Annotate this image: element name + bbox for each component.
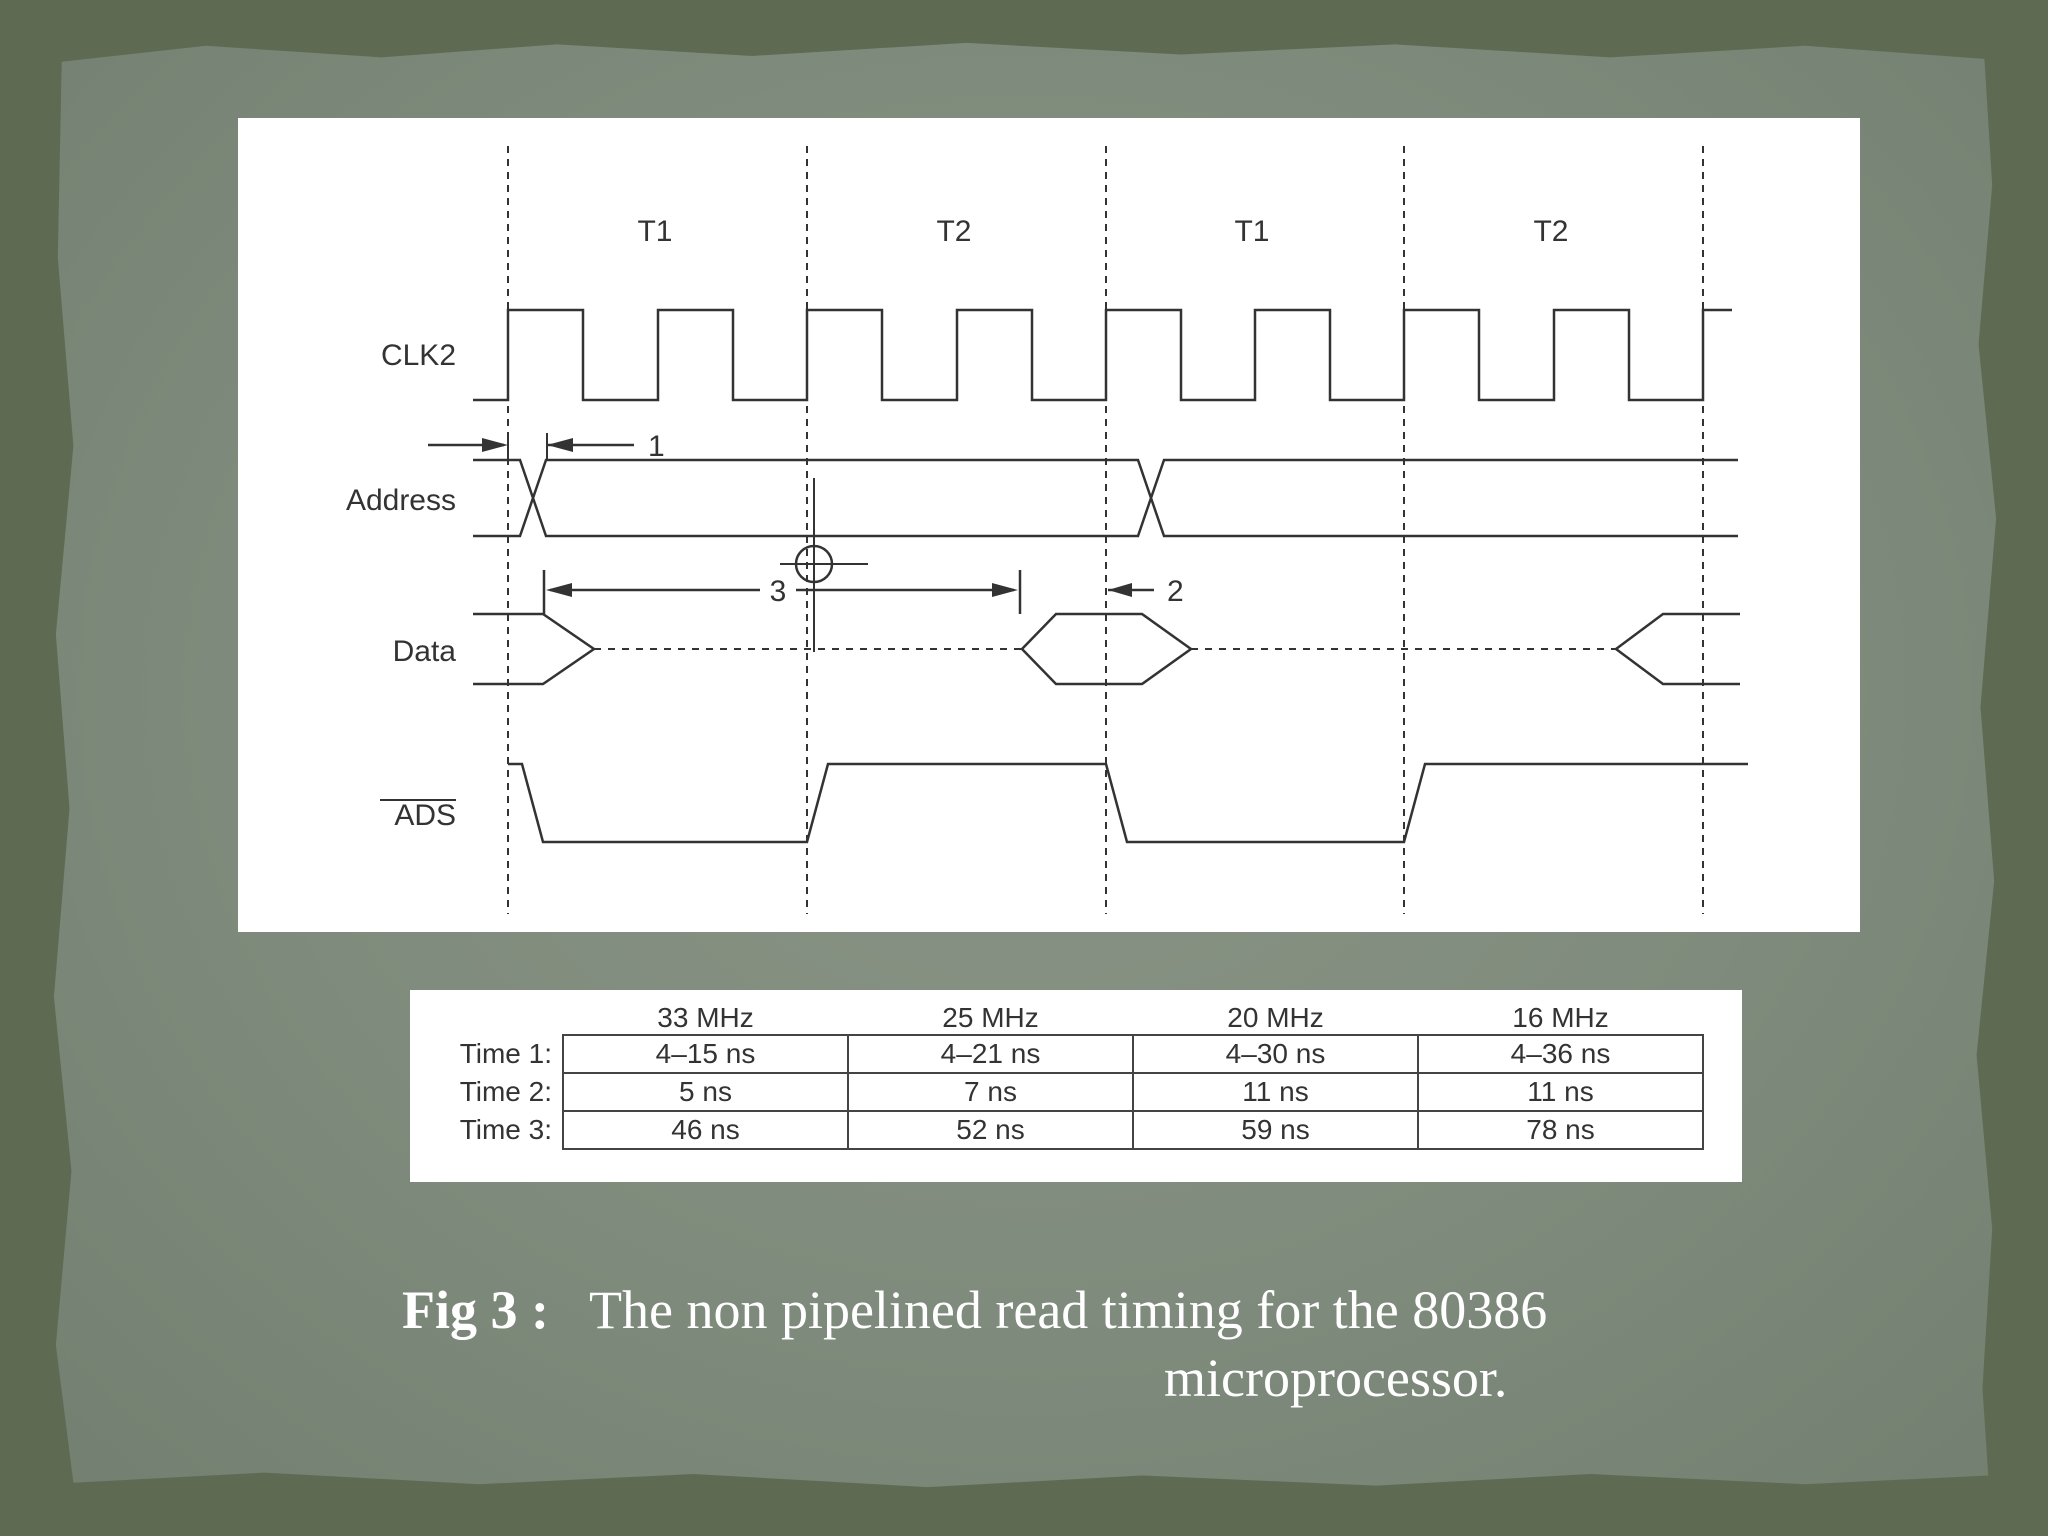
table-cell: 46 ns bbox=[562, 1110, 849, 1150]
row-label: Time 3: bbox=[459, 1114, 552, 1145]
arrowhead bbox=[1108, 583, 1132, 597]
data-label: Data bbox=[393, 635, 457, 668]
clk2-label: CLK2 bbox=[381, 339, 456, 372]
arrowhead bbox=[992, 583, 1018, 597]
table-cell: 4–36 ns bbox=[1417, 1034, 1704, 1074]
table-cell: 5 ns bbox=[562, 1072, 849, 1112]
clk2-waveform bbox=[473, 308, 1732, 402]
timing-diagram-svg: T1 T2 T1 T2 CLK2 Address Data ADS 1 2 3 bbox=[346, 146, 1748, 914]
column-header: 33 MHz bbox=[657, 1002, 754, 1033]
caption-fig-number: Fig 3 : bbox=[402, 1280, 549, 1340]
column-header: 20 MHz bbox=[1227, 1002, 1324, 1033]
marker-arrowheads bbox=[482, 438, 1132, 597]
table-row: Time 1: 4–15 ns 4–21 ns 4–30 ns 4–36 ns bbox=[410, 1034, 1704, 1074]
data-waveform bbox=[473, 612, 1740, 686]
time3-label: 3 bbox=[770, 575, 787, 608]
timing-diagram: T1 T2 T1 T2 CLK2 Address Data ADS 1 2 3 bbox=[238, 118, 1860, 932]
table-cell: 11 ns bbox=[1417, 1072, 1704, 1112]
arrowhead bbox=[546, 583, 572, 597]
ads-waveform bbox=[508, 762, 1748, 844]
table-cell: 78 ns bbox=[1417, 1110, 1704, 1150]
table-header-row: 33 MHz 25 MHz 20 MHz 16 MHz bbox=[410, 1000, 1703, 1035]
period-label: T1 bbox=[1234, 215, 1269, 248]
table-cell: 4–21 ns bbox=[847, 1034, 1134, 1074]
timing-table-panel: 33 MHz 25 MHz 20 MHz 16 MHz Time 1: 4–15… bbox=[410, 990, 1742, 1182]
period-label: T2 bbox=[1533, 215, 1568, 248]
caption-text-line1: The non pipelined read timing for the 80… bbox=[588, 1280, 1548, 1340]
table-corner bbox=[410, 1000, 563, 1035]
period-label: T2 bbox=[936, 215, 971, 248]
table-cell: 4–15 ns bbox=[562, 1034, 849, 1074]
table-row: Time 2: 5 ns 7 ns 11 ns 11 ns bbox=[410, 1072, 1704, 1112]
table-cell: 59 ns bbox=[1132, 1110, 1419, 1150]
address-waveform bbox=[473, 458, 1738, 538]
figure-caption: Fig 3 : The non pipelined read timing for… bbox=[402, 1276, 1702, 1412]
column-header: 25 MHz bbox=[942, 1002, 1039, 1033]
row-label: Time 1: bbox=[459, 1038, 552, 1069]
period-label: T1 bbox=[637, 215, 672, 248]
timing-table: 33 MHz 25 MHz 20 MHz 16 MHz Time 1: 4–15… bbox=[410, 1000, 1704, 1150]
period-boundaries bbox=[507, 146, 1704, 914]
ads-label: ADS bbox=[394, 799, 456, 832]
arrowhead bbox=[547, 438, 573, 452]
caption-text-line2: microprocessor. bbox=[1164, 1348, 1508, 1408]
table-row: Time 3: 46 ns 52 ns 59 ns 78 ns bbox=[410, 1110, 1704, 1150]
table-cell: 4–30 ns bbox=[1132, 1034, 1419, 1074]
arrowhead bbox=[482, 438, 508, 452]
address-label: Address bbox=[346, 484, 456, 517]
time1-marker bbox=[428, 433, 634, 460]
time2-label: 2 bbox=[1167, 575, 1184, 608]
column-header: 16 MHz bbox=[1512, 1002, 1609, 1033]
table-cell: 7 ns bbox=[847, 1072, 1134, 1112]
time3-marker bbox=[542, 478, 1022, 652]
time1-label: 1 bbox=[648, 430, 665, 463]
table-cell: 52 ns bbox=[847, 1110, 1134, 1150]
table-cell: 11 ns bbox=[1132, 1072, 1419, 1112]
row-label: Time 2: bbox=[459, 1076, 552, 1107]
